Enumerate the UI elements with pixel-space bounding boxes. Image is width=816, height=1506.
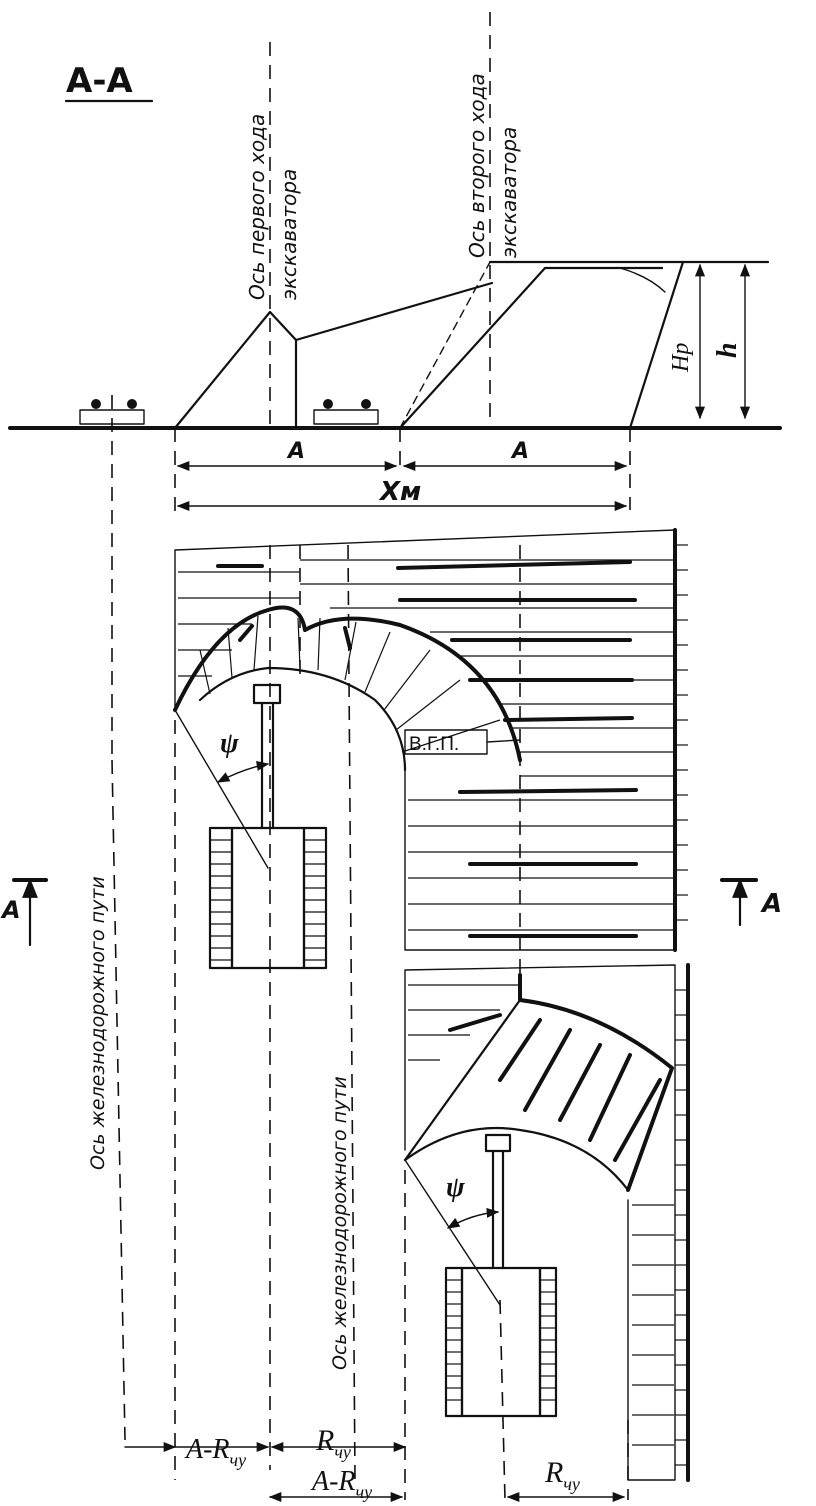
lower-psi-arc — [446, 1207, 500, 1229]
bench-face-line — [628, 260, 685, 430]
second-pass-plan-axis-lower — [499, 1299, 506, 1501]
lower-face-inner-arc — [403, 1126, 630, 1192]
second-pass-dashed-slope — [399, 261, 491, 429]
wagon-left-icon — [79, 399, 145, 425]
svg-text:экскаватора: экскаватора — [277, 169, 301, 300]
r-2-label: Rчу — [544, 1456, 580, 1494]
lower-psi-label: ψ — [446, 1172, 465, 1203]
r-1-label: Rчу — [315, 1424, 351, 1462]
svg-text:h: h — [712, 342, 743, 358]
second-pass-axis-label: Ось второго хода экскаватора — [465, 73, 521, 258]
lower-face-outer-arc — [518, 973, 674, 1192]
first-pass-axis-label: Ось первого хода экскаватора — [245, 114, 301, 300]
upper-psi-arc — [216, 760, 270, 783]
rail-axis-1 — [111, 759, 126, 1441]
first-pass-spoil-top — [294, 281, 494, 342]
plan-view: ψ В.Г.П. — [0, 528, 782, 1501]
upper-swing-line — [174, 709, 269, 869]
rail-axis-2-label: Ось железнодорожного пути — [329, 1076, 351, 1370]
upper-block-bold-hatching — [216, 560, 638, 938]
hp-label: Hр — [668, 343, 694, 373]
first-pass-profile — [173, 310, 298, 430]
bench-crest-curve — [619, 267, 666, 293]
a-left-label: A — [286, 439, 305, 464]
a-right-label: A — [510, 439, 529, 464]
face-label: В.Г.П. — [409, 734, 459, 755]
lower-swing-line — [404, 1159, 501, 1306]
cut-marker-left: A — [0, 878, 48, 947]
second-pass-profile — [398, 266, 664, 430]
lower-right-tick-edge — [675, 989, 688, 1466]
rail-axis-1-label: Ось железнодорожного пути — [87, 876, 109, 1170]
svg-text:A: A — [0, 896, 21, 924]
svg-text:Hр: Hр — [668, 343, 694, 373]
h-label: h — [712, 342, 743, 358]
lower-face-left-edge — [403, 998, 522, 1162]
section-a-a: А-А Ось пе — [8, 12, 782, 760]
svg-text:Ось железнодорожного пути: Ось железнодорожного пути — [87, 876, 109, 1170]
lower-face-bold-marks — [448, 1013, 662, 1162]
svg-text:Ось первого хода: Ось первого хода — [245, 114, 269, 300]
a-minus-r-2-label: A-Rчу — [310, 1466, 372, 1502]
upper-face-outer-arc — [173, 605, 522, 762]
upper-face-radial-lines — [199, 615, 501, 753]
wagon-middle-icon — [313, 399, 379, 425]
rail-axis-2 — [347, 544, 356, 1481]
a-minus-r-1-label: A-Rчу — [184, 1434, 246, 1470]
section-title: А-А — [66, 61, 133, 101]
upper-psi-label: ψ — [220, 728, 239, 759]
svg-text:Ось железнодорожного пути: Ось железнодорожного пути — [329, 1076, 351, 1370]
excavator-lower-icon — [444, 1133, 558, 1418]
svg-text:экскаватора: экскаватора — [497, 127, 521, 258]
bottom-dimensions: A-Rчу Rчу A-Rчу Rчу — [124, 1424, 626, 1503]
svg-text:A: A — [760, 889, 782, 919]
svg-text:Ось второго хода: Ось второго хода — [465, 73, 489, 258]
upper-right-tick-edge — [675, 544, 688, 921]
lower-block-hatching — [408, 984, 674, 1446]
face-label-leader — [486, 739, 521, 743]
xm-label: Xм — [378, 477, 421, 507]
lower-block-outline — [404, 964, 676, 1481]
cut-marker-right: A — [720, 878, 782, 927]
